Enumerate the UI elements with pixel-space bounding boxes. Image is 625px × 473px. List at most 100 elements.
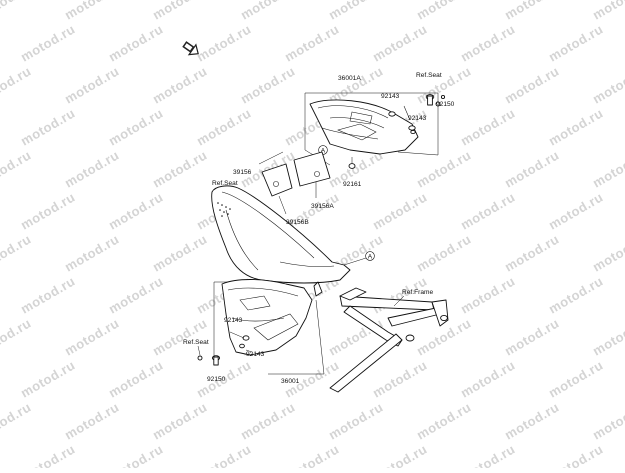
watermark-text: motod.ru — [282, 21, 342, 64]
frame-reference — [313, 281, 449, 393]
watermark-text: motod.ru — [546, 189, 606, 232]
watermark-text: motod.ru — [546, 441, 606, 468]
watermark-text: motod.ru — [150, 0, 210, 23]
watermark-text: motod.ru — [238, 63, 298, 106]
watermark-text: motod.ru — [18, 441, 78, 468]
watermark-text: motod.ru — [546, 21, 606, 64]
label-36001: 36001 — [281, 378, 300, 385]
watermark-text: motod.ru — [106, 189, 166, 232]
label-92143-top-2: 92143 — [408, 115, 427, 122]
label-92150-top: 92150 — [436, 101, 455, 108]
watermark-text: motod.ru — [150, 399, 210, 442]
label-39156A: 39156A — [311, 203, 334, 210]
watermark-text: motod.ru — [106, 273, 166, 316]
watermark-text: motod.ru — [502, 147, 562, 190]
watermark-text: motod.ru — [238, 0, 298, 23]
watermark-text: motod.ru — [106, 441, 166, 468]
watermark-text: motod.ru — [18, 21, 78, 64]
watermark-text: motod.ru — [590, 63, 625, 106]
watermark-text: motod.ru — [370, 189, 430, 232]
label-39156B: 39156B — [286, 219, 309, 226]
watermark-text: motod.ru — [0, 0, 34, 23]
watermark-text: motod.ru — [106, 21, 166, 64]
callout-a-lower: A — [365, 251, 375, 261]
watermark-text: motod.ru — [62, 399, 122, 442]
watermark-text: motod.ru — [370, 441, 430, 468]
watermark-text: motod.ru — [106, 105, 166, 148]
part-labels: 36001A Ref.Seat 92143 92150 92143 39156 … — [183, 72, 455, 385]
watermark-text: motod.ru — [18, 273, 78, 316]
watermark-text: motod.ru — [502, 315, 562, 358]
watermark-text: motod.ru — [546, 105, 606, 148]
watermark-text: motod.ru — [590, 399, 625, 442]
watermark-text: motod.ru — [326, 399, 386, 442]
watermark-text: motod.ru — [414, 0, 474, 23]
watermark-text: motod.ru — [194, 105, 254, 148]
watermark-text: motod.ru — [106, 357, 166, 400]
watermark-text: motod.ru — [546, 273, 606, 316]
side-cover-36001A — [309, 99, 419, 155]
watermark-text: motod.ru — [0, 147, 34, 190]
seat-reference: A — [211, 185, 375, 284]
watermark-text: motod.ru — [0, 231, 34, 274]
watermark-text: motod.ru — [458, 273, 518, 316]
watermark-text: motod.ru — [282, 441, 342, 468]
watermark-text: motod.ru — [18, 189, 78, 232]
watermark-text: motod.ru — [590, 231, 625, 274]
callout-a-upper-text: A — [321, 147, 326, 154]
watermark-text: motod.ru — [502, 0, 562, 23]
watermark-text: motod.ru — [150, 147, 210, 190]
callout-a-lower-text: A — [368, 253, 373, 260]
watermark-text: motod.ru — [590, 147, 625, 190]
watermark-text: motod.ru — [458, 105, 518, 148]
watermark-text: motod.ru — [414, 231, 474, 274]
watermark-text: motod.ru — [458, 441, 518, 468]
pad-39156A — [293, 151, 331, 187]
watermark-text: motod.ru — [62, 231, 122, 274]
seat-texture-dots — [217, 202, 231, 217]
watermark-text: motod.ru — [502, 399, 562, 442]
label-92143-top-1: 92143 — [381, 93, 400, 100]
label-92161: 92161 — [343, 181, 362, 188]
front-direction-arrow-icon — [182, 41, 199, 56]
watermark-text: motod.ru — [62, 63, 122, 106]
watermark-text: motod.ru — [590, 315, 625, 358]
watermark-text: motod.ru — [62, 315, 122, 358]
watermark-text: motod.ru — [194, 21, 254, 64]
watermark-text: motod.ru — [150, 63, 210, 106]
label-ref-seat-low: Ref.Seat — [183, 339, 209, 346]
bolt-92150-upper — [425, 94, 435, 106]
label-39156: 39156 — [233, 169, 252, 176]
bolt-92150-lower — [211, 355, 221, 366]
label-ref-seat-mid: Ref.Seat — [212, 180, 238, 187]
watermark-text: motod.ru — [150, 315, 210, 358]
watermark-text: motod.ru — [370, 21, 430, 64]
label-92143-low-1: 92143 — [224, 317, 243, 324]
watermark-text: motod.ru — [326, 0, 386, 23]
side-cover-lower-group — [197, 279, 325, 375]
watermark-text: motod.ru — [0, 63, 34, 106]
watermark-text: motod.ru — [62, 0, 122, 23]
watermark-text: motod.ru — [458, 357, 518, 400]
pad-39156B — [261, 163, 293, 197]
watermark-text: motod.ru — [238, 399, 298, 442]
watermark-text: motod.ru — [458, 189, 518, 232]
watermark-text: motod.ru — [502, 231, 562, 274]
side-cover-upper-group: A — [304, 92, 446, 169]
watermark-text: motod.ru — [370, 357, 430, 400]
watermark-text: motod.ru — [502, 63, 562, 106]
watermark-text: motod.ru — [18, 105, 78, 148]
label-36001A: 36001A — [338, 75, 361, 82]
watermark-text: motod.ru — [0, 315, 34, 358]
clip-92161 — [348, 157, 356, 169]
label-ref-frame: Ref.Frame — [402, 289, 433, 296]
watermark-text: motod.ru — [546, 357, 606, 400]
watermark-text: motod.ru — [458, 21, 518, 64]
label-92143-low-2: 92143 — [246, 351, 265, 358]
label-ref-seat-top: Ref.Seat — [416, 72, 442, 79]
watermark-text: motod.ru — [590, 0, 625, 23]
label-92150-low: 92150 — [207, 376, 226, 383]
watermark-text: motod.ru — [194, 441, 254, 468]
